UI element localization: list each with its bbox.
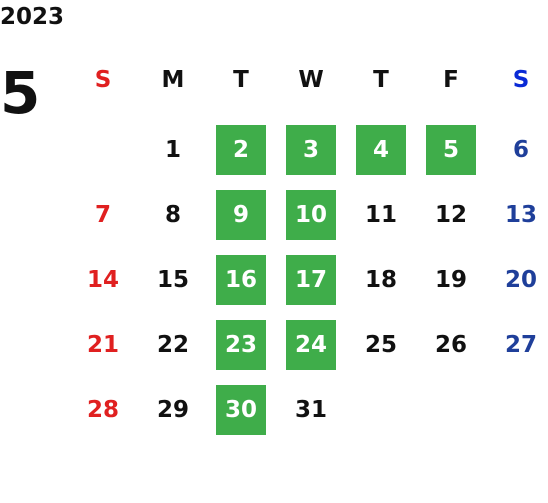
- calendar-month: 5: [0, 59, 41, 127]
- calendar-day-15[interactable]: 15: [156, 267, 189, 293]
- calendar-day-3[interactable]: 3: [286, 125, 336, 175]
- calendar-day-13[interactable]: 13: [504, 202, 537, 228]
- calendar-day-30[interactable]: 30: [216, 385, 266, 435]
- calendar-day-10[interactable]: 10: [286, 190, 336, 240]
- weekday-header-fri: F: [443, 67, 459, 93]
- calendar-day-9[interactable]: 9: [216, 190, 266, 240]
- calendar-day-11[interactable]: 11: [364, 202, 397, 228]
- calendar-day-19[interactable]: 19: [434, 267, 467, 293]
- calendar-day-25[interactable]: 25: [364, 332, 397, 358]
- week-row: 21 22 23 24 25 26 27: [68, 320, 548, 380]
- calendar-day-17[interactable]: 17: [286, 255, 336, 305]
- calendar-day-21[interactable]: 21: [86, 332, 119, 358]
- calendar-day-14[interactable]: 14: [86, 267, 119, 293]
- calendar-day-8[interactable]: 8: [164, 202, 181, 228]
- week-row: 14 15 16 17 18 19 20: [68, 255, 548, 315]
- calendar-day-1[interactable]: 1: [164, 137, 181, 163]
- calendar-year: 2023: [0, 4, 65, 30]
- calendar-day-4[interactable]: 4: [356, 125, 406, 175]
- calendar-day-16[interactable]: 16: [216, 255, 266, 305]
- calendar-day-27[interactable]: 27: [504, 332, 537, 358]
- weekday-header-tue: T: [233, 67, 249, 93]
- calendar-day-23[interactable]: 23: [216, 320, 266, 370]
- calendar-day-24[interactable]: 24: [286, 320, 336, 370]
- calendar-day-6[interactable]: 6: [512, 137, 529, 163]
- weekday-header-row: S M T W T F S: [68, 50, 548, 110]
- calendar-day-18[interactable]: 18: [364, 267, 397, 293]
- calendar-day-7[interactable]: 7: [94, 202, 111, 228]
- weekday-header-sat: S: [512, 67, 530, 93]
- calendar-day-28[interactable]: 28: [86, 397, 119, 423]
- week-row: 28 29 30 31: [68, 385, 548, 445]
- calendar-day-26[interactable]: 26: [434, 332, 467, 358]
- calendar-day-22[interactable]: 22: [156, 332, 189, 358]
- calendar-day-31[interactable]: 31: [294, 397, 327, 423]
- calendar-day-12[interactable]: 12: [434, 202, 467, 228]
- weekday-header-wed: W: [298, 67, 324, 93]
- calendar-day-20[interactable]: 20: [504, 267, 537, 293]
- week-row: 7 8 9 10 11 12 13: [68, 190, 548, 250]
- weekday-header-thu: T: [373, 67, 389, 93]
- calendar-day-5[interactable]: 5: [426, 125, 476, 175]
- weekday-header-sun: S: [94, 67, 112, 93]
- calendar-day-29[interactable]: 29: [156, 397, 189, 423]
- calendar-day-2[interactable]: 2: [216, 125, 266, 175]
- weekday-header-mon: M: [161, 67, 185, 93]
